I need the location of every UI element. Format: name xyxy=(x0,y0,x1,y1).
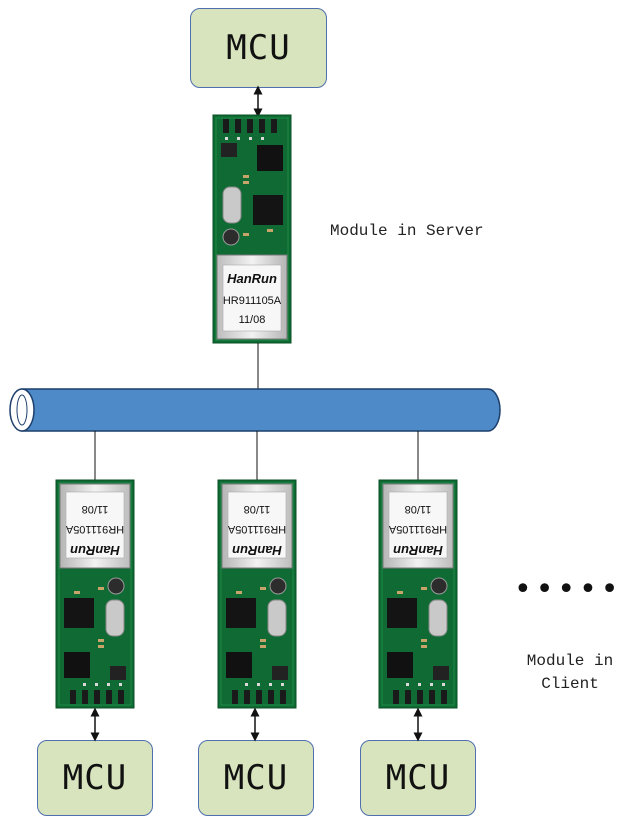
client-caption-line1: Module in xyxy=(526,652,614,670)
server-module-board xyxy=(212,114,292,344)
server-jack-date: 11/08 xyxy=(239,314,266,326)
server-module-caption: Module in Server xyxy=(330,222,484,240)
client-jack-part-2: HR911105A xyxy=(227,523,286,535)
client-jack-part-3: HR911105A xyxy=(388,523,447,535)
client-mcu-box-2: MCU xyxy=(198,740,314,816)
client-jack-brand-2: HanRun xyxy=(232,543,282,558)
client-caption-line2: Client xyxy=(541,675,599,693)
more-clients-ellipsis: •••••• xyxy=(514,572,627,607)
client-mcu-box-1: MCU xyxy=(37,740,153,816)
client-jack-date-2: 11/08 xyxy=(244,503,271,515)
client-jack-brand-1: HanRun xyxy=(70,543,120,558)
client-jack-date-3: 11/08 xyxy=(405,503,432,515)
server-jack-part: HR911105A xyxy=(223,295,282,307)
client-jack-brand-3: HanRun xyxy=(393,543,443,558)
server-jack-brand: HanRun xyxy=(227,271,277,286)
client-mcu-box-3: MCU xyxy=(360,740,476,816)
client-module-caption: Module in Client xyxy=(515,650,625,696)
client-jack-part-1: HR911105A xyxy=(65,523,124,535)
client-jack-date-1: 11/08 xyxy=(82,503,109,515)
server-mcu-box: MCU xyxy=(190,8,327,88)
network-bus-cylinder xyxy=(9,388,501,432)
